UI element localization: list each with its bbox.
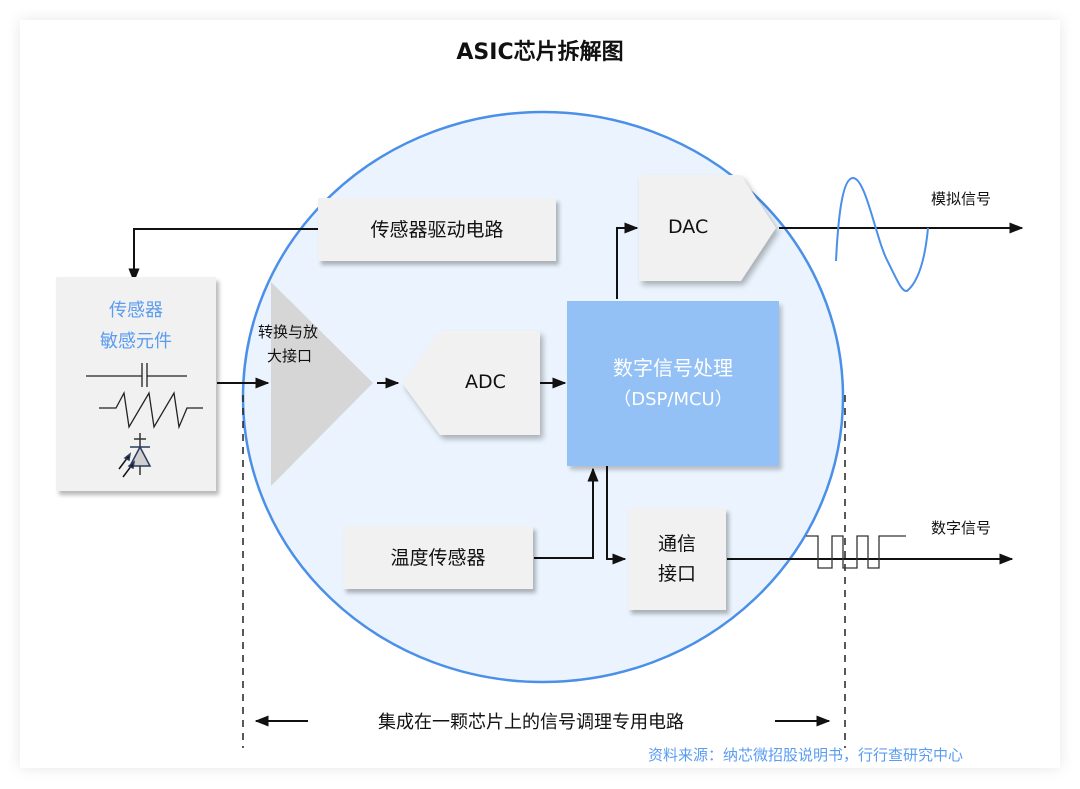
integrated-circuit-span-label: 集成在一颗芯片上的信号调理专用电路 (378, 712, 684, 733)
dsp-to-comm-arrow (606, 466, 627, 565)
digital-wave-icon (806, 535, 906, 569)
photodiode-icon (118, 433, 152, 478)
driver-to-sensor-arrow (128, 228, 318, 283)
sensor-symbols (86, 363, 203, 478)
resistor-icon (99, 390, 203, 430)
amplifier-triangle (271, 282, 373, 486)
amplifier-label-line1: 转换与放 (258, 323, 319, 341)
dsp-label-line1: 数字信号处理 (613, 355, 733, 380)
dsp-mcu-block: 数字信号处理 （DSP/MCU） (567, 301, 779, 466)
amplifier-label: 转换与放 大接口 (258, 320, 348, 368)
dsp-to-dac-arrow (616, 222, 639, 299)
analog-wave-icon (835, 176, 929, 292)
dac-label: DAC (668, 216, 709, 238)
sensor-title-line1: 传感器 (109, 300, 163, 321)
sensor-driver-label: 传感器驱动电路 (370, 218, 504, 241)
adc-block-shape (402, 331, 540, 435)
comm-label-line1: 通信 (657, 533, 696, 555)
amplifier-label-line2: 大接口 (267, 347, 313, 365)
comm-interface-block: 通信 接口 (628, 508, 726, 610)
dac-block-shape (639, 175, 776, 281)
temp-to-dsp-arrow (534, 467, 599, 559)
sensor-title-line2: 敏感元件 (100, 331, 172, 352)
sensor-title: 传感器 敏感元件 (56, 295, 216, 357)
analog-signal-label: 模拟信号 (931, 190, 992, 208)
temperature-sensor-label: 温度传感器 (390, 546, 486, 569)
sensor-driver-block: 传感器驱动电路 (318, 198, 556, 261)
comm-label-line2: 接口 (657, 563, 696, 585)
dsp-label-line2: （DSP/MCU） (613, 388, 733, 410)
digital-signal-label: 数字信号 (931, 519, 992, 537)
page-title: ASIC芯片拆解图 (456, 40, 624, 65)
adc-label: ADC (465, 371, 506, 393)
capacitor-icon (86, 363, 187, 387)
source-note: 资料来源：纳芯微招股说明书，行行查研究中心 (648, 746, 964, 764)
temperature-sensor-block: 温度传感器 (343, 526, 533, 589)
